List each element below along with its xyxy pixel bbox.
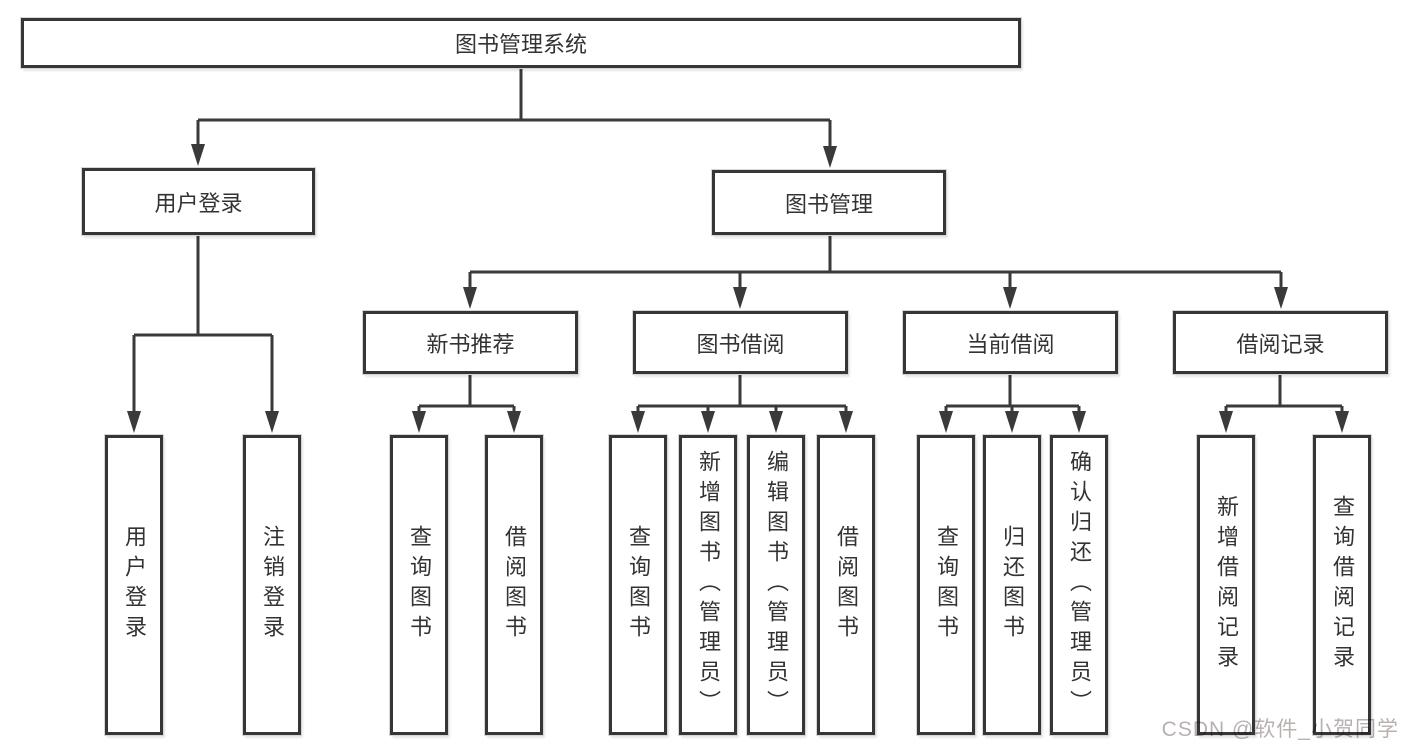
node-label: 新增借阅记录	[1214, 495, 1239, 675]
node-label: 用户登录	[154, 190, 243, 216]
node-user-login: 用户登录	[82, 168, 315, 235]
node-label: 图书管理	[784, 191, 873, 217]
node-leaf-query-books-3: 查询图书	[917, 435, 975, 735]
node-label: 图书借阅	[696, 331, 785, 357]
node-label: 当前借阅	[966, 331, 1055, 357]
node-label: 新书推荐	[426, 331, 515, 357]
node-leaf-borrow-books-2: 借阅图书	[817, 435, 875, 735]
connector-current-borrow-branch	[939, 374, 1086, 433]
node-book-management: 图书管理	[712, 170, 946, 235]
connector-book-borrow-branch	[631, 374, 853, 433]
node-leaf-borrow-books-1: 借阅图书	[485, 435, 543, 735]
node-label: 编辑图书（管理员）	[764, 450, 789, 720]
node-borrow-records: 借阅记录	[1173, 311, 1388, 374]
node-label: 注销登录	[260, 525, 285, 645]
node-label: 查询借阅记录	[1330, 495, 1355, 675]
connector-root-branch	[191, 68, 837, 168]
node-label: 查询图书	[407, 525, 432, 645]
node-current-borrow: 当前借阅	[903, 311, 1118, 374]
node-new-book-recommend: 新书推荐	[363, 311, 578, 374]
node-label: 归还图书	[1000, 525, 1025, 645]
node-label: 借阅图书	[834, 525, 859, 645]
node-leaf-add-borrow-record: 新增借阅记录	[1197, 435, 1255, 735]
node-label: 确认归还（管理员）	[1067, 450, 1092, 720]
node-leaf-query-books-1: 查询图书	[390, 435, 448, 735]
node-root-library-system: 图书管理系统	[21, 18, 1021, 68]
node-leaf-logout: 注销登录	[243, 435, 301, 735]
node-label: 借阅记录	[1236, 331, 1325, 357]
node-leaf-query-borrow-record: 查询借阅记录	[1313, 435, 1371, 735]
node-label: 图书管理系统	[454, 32, 587, 57]
node-leaf-edit-book-admin: 编辑图书（管理员）	[747, 435, 805, 735]
node-leaf-query-books-2: 查询图书	[609, 435, 667, 735]
connector-new-book-recommend-branch	[412, 374, 521, 433]
node-leaf-user-login: 用户登录	[105, 435, 163, 735]
node-leaf-return-books: 归还图书	[983, 435, 1041, 735]
node-label: 查询图书	[626, 525, 651, 645]
connector-borrow-records-branch	[1219, 374, 1349, 433]
node-label: 借阅图书	[502, 525, 527, 645]
node-label: 用户登录	[122, 525, 147, 645]
node-label: 查询图书	[934, 525, 959, 645]
connector-user-login-branch	[127, 235, 279, 433]
connector-book-management-branch	[463, 235, 1288, 309]
node-book-borrow: 图书借阅	[633, 311, 848, 374]
node-leaf-confirm-return-admin: 确认归还（管理员）	[1050, 435, 1108, 735]
node-leaf-add-book-admin: 新增图书（管理员）	[679, 435, 737, 735]
node-label: 新增图书（管理员）	[696, 450, 721, 720]
csdn-watermark: CSDN @软件_小贺同学	[1161, 718, 1399, 741]
